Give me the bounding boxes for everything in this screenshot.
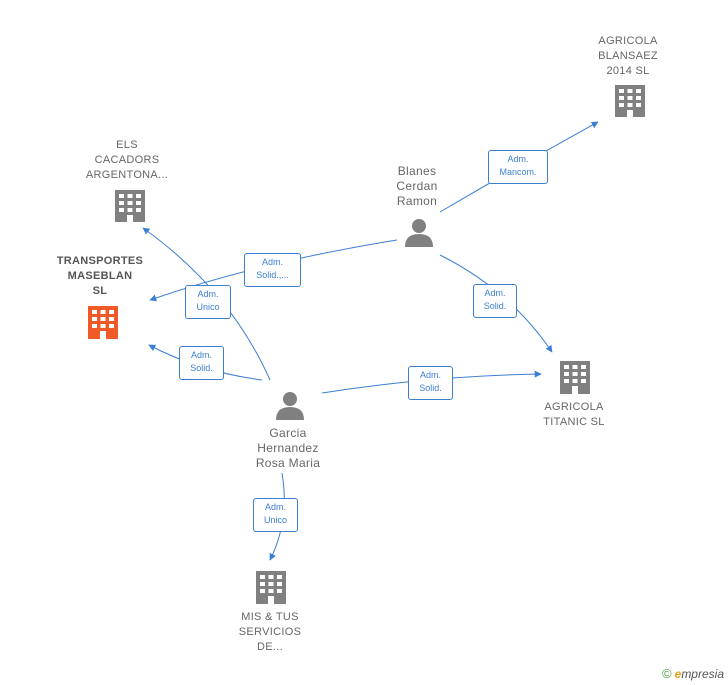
building-icon-focus[interactable] — [88, 306, 118, 339]
person-icon[interactable] — [405, 219, 433, 247]
edge-label-garcia-mistus[interactable]: Adm. Unico — [253, 498, 298, 532]
building-icon[interactable] — [256, 571, 286, 604]
node-label-agricola-titanic[interactable]: AGRICOLA TITANIC SL — [543, 401, 605, 428]
edge-label-garcia-titanic[interactable]: Adm. Solid. — [408, 366, 453, 400]
node-label-garcia[interactable]: Garcia Hernandez Rosa Maria — [255, 426, 321, 470]
person-icon[interactable] — [276, 392, 304, 420]
node-label-transportes-maseblan[interactable]: TRANSPORTES MASEBLAN SL — [56, 255, 144, 297]
edge-label-blanes-titanic[interactable]: Adm. Solid. — [473, 284, 517, 318]
building-icon[interactable] — [115, 190, 145, 222]
footer-brand: ©empresia — [662, 666, 724, 681]
empresia-logo[interactable]: empresia — [674, 667, 724, 681]
edge-label-blanes-blansaez[interactable]: Adm. Mancom. — [488, 150, 548, 184]
edge-label-blanes-transportes[interactable]: Adm. Solid.,... — [244, 253, 301, 287]
node-label-agricola-blansaez[interactable]: AGRICOLA BLANSAEZ 2014 SL — [598, 35, 658, 77]
building-icon[interactable] — [560, 361, 590, 394]
node-label-els-cacadors[interactable]: ELS CACADORS ARGENTONA... — [85, 139, 169, 181]
copyright-symbol: © — [662, 666, 672, 681]
edge-label-garcia-transportes[interactable]: Adm. Solid. — [179, 346, 224, 380]
node-label-blanes[interactable]: Blanes Cerdan Ramon — [396, 164, 438, 208]
edges — [142, 121, 599, 561]
building-icon[interactable] — [615, 85, 645, 117]
edge-label-garcia-cacadors[interactable]: Adm. Unico — [185, 285, 231, 319]
node-label-mis-tus[interactable]: MIS & TUS SERVICIOS DE... — [238, 611, 302, 653]
